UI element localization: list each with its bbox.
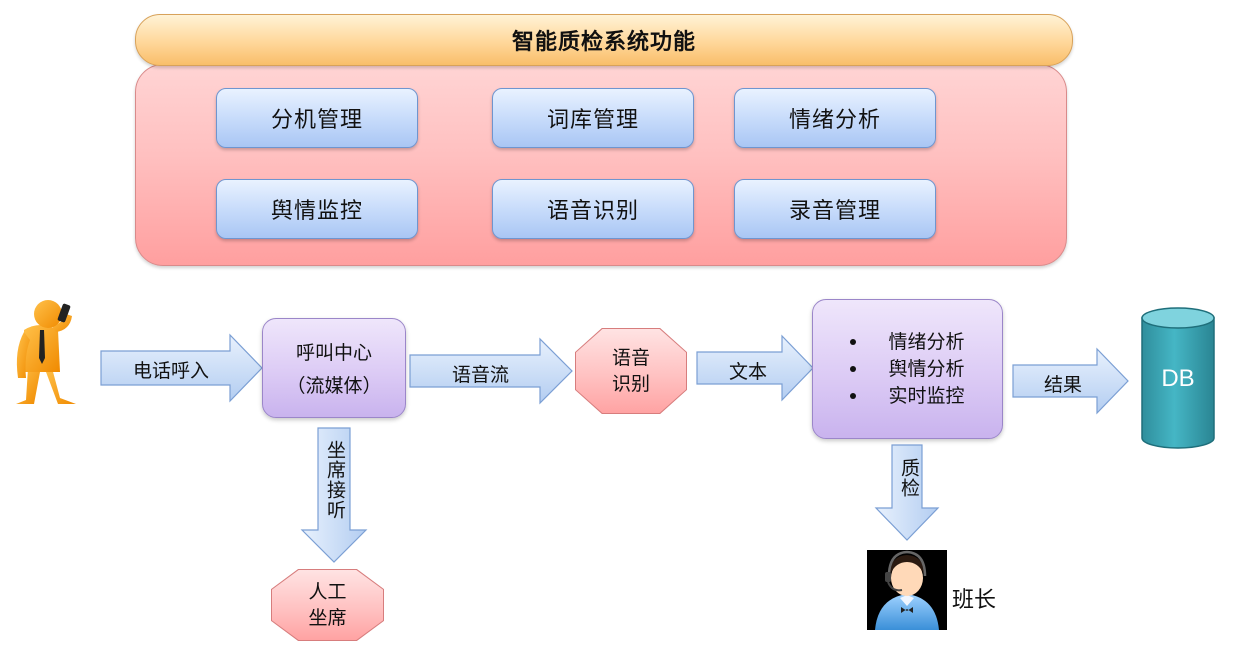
manual-agent-line1: 人工: [308, 581, 347, 603]
function-speech-recognition[interactable]: 语音识别: [492, 179, 694, 239]
analysis-box[interactable]: 情绪分析 舆情分析 实时监控: [812, 299, 1003, 439]
function-opinion-monitoring[interactable]: 舆情监控: [216, 179, 418, 239]
arrow-incoming-call: [100, 333, 263, 403]
arrow-quality-check: [874, 444, 940, 541]
voice-stream-label: 语音流: [452, 364, 510, 386]
function-lexicon-management[interactable]: 词库管理: [492, 88, 694, 148]
speech-recognition-line2: 识别: [611, 373, 650, 395]
speech-recognition-node[interactable]: 语音 识别: [576, 329, 686, 413]
headset-operator-icon: [867, 550, 947, 630]
quality-check-label: 质检: [898, 458, 920, 498]
arrow-voice-stream: [409, 337, 573, 405]
person-on-phone-icon: [16, 300, 76, 404]
database-cylinder-icon: [1141, 307, 1215, 449]
panel-title: 智能质检系统功能: [135, 14, 1073, 66]
manual-agent-line2: 坐席: [308, 607, 347, 629]
incoming-call-label: 电话呼入: [133, 360, 210, 382]
manual-agent-node[interactable]: 人工 坐席: [272, 570, 383, 640]
result-label: 结果: [1044, 374, 1083, 396]
arrow-result: [1012, 347, 1129, 415]
arrow-agent-answer: [300, 427, 368, 563]
team-leader-label: 班长: [952, 588, 997, 613]
agent-answer-label: 坐席接听: [324, 440, 346, 520]
call-center-line2: （流媒体）: [286, 375, 382, 397]
analysis-item: 舆情分析: [850, 356, 965, 383]
function-extension-management[interactable]: 分机管理: [216, 88, 418, 148]
analysis-item: 情绪分析: [850, 329, 965, 356]
analysis-item: 实时监控: [850, 383, 965, 410]
db-label: DB: [1161, 365, 1195, 392]
function-emotion-analysis[interactable]: 情绪分析: [734, 88, 936, 148]
speech-recognition-line1: 语音: [611, 347, 650, 369]
text-label: 文本: [729, 361, 768, 383]
call-center-line1: 呼叫中心: [295, 342, 372, 364]
call-center-box[interactable]: 呼叫中心 （流媒体）: [262, 318, 406, 418]
analysis-list: 情绪分析 舆情分析 实时监控: [850, 329, 965, 410]
function-recording-management[interactable]: 录音管理: [734, 179, 936, 239]
arrow-text: [696, 334, 814, 402]
